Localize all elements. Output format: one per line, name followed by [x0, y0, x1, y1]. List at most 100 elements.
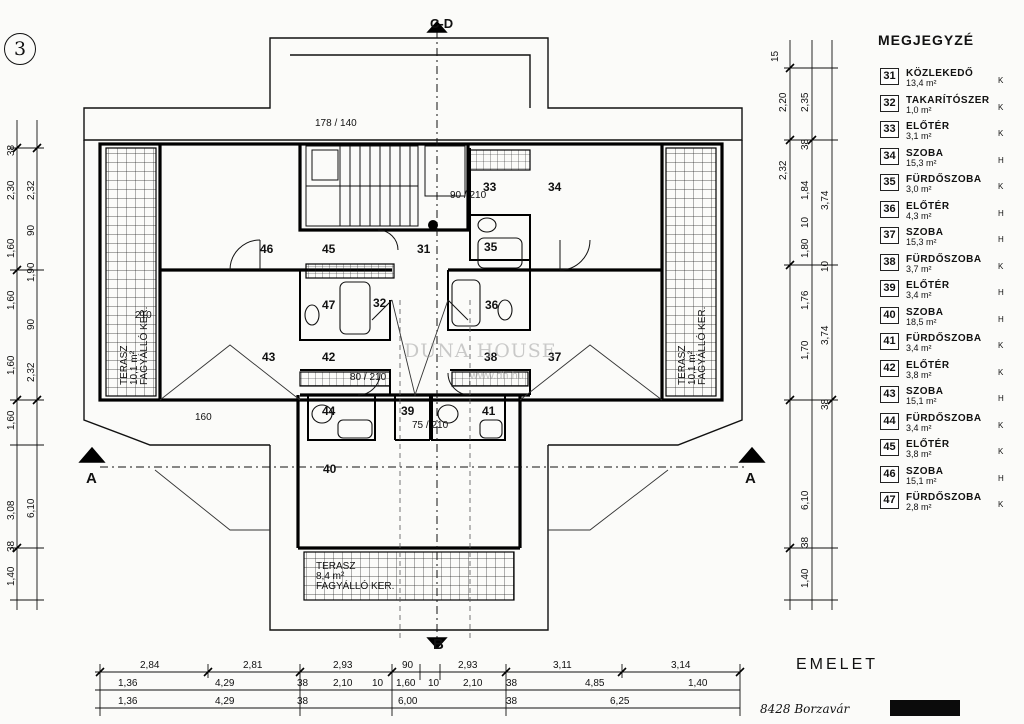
legend-room-area: 3,0 m² [906, 184, 932, 194]
legend-room-name: FÜRDŐSZOBA [906, 412, 982, 424]
dim-bottom-1-6: 3,14 [671, 660, 691, 671]
room-label-47: 47 [322, 298, 336, 312]
legend-room-name: ELŐTÉR [906, 280, 950, 291]
legend-floor-mark: H [998, 394, 1004, 403]
section-mark-left: A [86, 470, 97, 487]
address-handwritten: 8428 Borzavár [760, 702, 850, 716]
room-label-33: 33 [483, 180, 497, 194]
dim-left-3: 90 [26, 224, 37, 236]
dim-bottom-2-2: 38 [297, 678, 309, 689]
legend-room-area: 15,3 m² [906, 237, 937, 247]
dim-bottom-1-5: 3,11 [553, 660, 572, 671]
legend-room-number: 40 [880, 306, 899, 324]
window-note-160: 160 [195, 412, 212, 423]
dim-right-2: 2,35 [800, 92, 811, 112]
room-label-41: 41 [482, 404, 496, 418]
legend-room-number: 43 [880, 386, 899, 403]
dim-bottom-1-3: 90 [402, 660, 414, 671]
room-label-39: 39 [401, 404, 415, 418]
window-note-210: 210 [135, 310, 152, 321]
section-lines [100, 30, 745, 640]
dim-right-15: 38 [800, 536, 811, 548]
section-mark-right: A [745, 470, 756, 487]
room-label-37: 37 [548, 350, 562, 364]
dim-bottom-3-3: 6,00 [398, 696, 418, 707]
dim-left-11: 3,08 [6, 500, 17, 520]
dim-left-14: 1,40 [6, 566, 17, 586]
legend-floor-mark: K [998, 76, 1004, 85]
legend-room-area: 15,1 m² [906, 396, 937, 406]
legend-room-area: 3,1 m² [906, 131, 932, 141]
dim-bottom-2-1: 4,29 [215, 678, 235, 689]
legend-room-number: 38 [880, 253, 899, 271]
terrace-bottom-finish: FAGYÁLLÓ KER. [316, 581, 395, 592]
door-swings [229, 229, 591, 396]
terrace-tiles [105, 147, 717, 601]
legend-floor-mark: K [998, 102, 1004, 112]
section-markers [78, 20, 766, 650]
legend-room-name: ELŐTÉR [906, 439, 950, 450]
terrace-right-finish: FAGYÁLLÓ KER. [697, 306, 708, 385]
terrace-note-right: TERASZ 10,1 m² FAGYÁLLÓ KER. [677, 306, 708, 385]
dim-left-4: 1,60 [6, 238, 17, 258]
legend-room-area: 1,0 m² [906, 104, 932, 115]
legend-room-number: 37 [880, 227, 899, 244]
dim-bottom-2-3: 2,10 [333, 678, 353, 689]
room-label-46: 46 [260, 242, 274, 256]
watermark-url: www.dh.hu [470, 370, 524, 382]
dim-right-12: 3,74 [820, 325, 831, 345]
dim-bottom-1-2: 2,93 [333, 660, 353, 671]
roof-outline [83, 37, 743, 631]
legend-room-area: 3,7 m² [906, 263, 932, 274]
legend-room-name: KÖZLEKEDŐ [906, 68, 974, 79]
legend-room-number: 44 [880, 412, 899, 430]
legend-room-number: 41 [880, 333, 899, 350]
legend-room-area: 2,8 m² [906, 502, 932, 512]
legend-room-area: 3,4 m² [906, 422, 932, 433]
dim-right-14: 6,10 [800, 490, 811, 510]
legend-floor-mark: K [998, 500, 1004, 509]
legend-floor-mark: H [998, 155, 1004, 165]
legend-floor-mark: K [998, 341, 1004, 350]
legend-room-number: 47 [880, 492, 899, 509]
legend-floor-mark: K [998, 447, 1004, 456]
room-label-42: 42 [322, 350, 336, 364]
room-label-32: 32 [373, 296, 387, 310]
legend-title: MEGJEGYZÉ [878, 32, 975, 48]
legend-room-name: SZOBA [906, 306, 944, 318]
dim-left-5: 1,90 [26, 262, 37, 282]
dim-bottom-1-4: 2,93 [458, 660, 478, 671]
dim-right-4: 2,32 [778, 160, 789, 180]
sheet-number-badge: 3 [4, 33, 36, 65]
stair-arrow-marker [428, 220, 438, 230]
legend-room-number: 39 [880, 280, 899, 297]
legend-room-number: 33 [880, 121, 899, 138]
dim-left-1: 2,30 [6, 180, 17, 200]
dim-left-9: 2,32 [26, 362, 37, 382]
window-note-178-140: 178 / 140 [315, 118, 357, 129]
legend-room-area: 15,1 m² [906, 475, 937, 486]
dim-bottom-2-10: 1,40 [688, 678, 708, 689]
dim-bottom-1-0: 2,84 [140, 660, 160, 671]
dim-left-13: 38 [6, 540, 17, 552]
dim-right-0: 15 [770, 50, 781, 62]
terrace-bottom-area: 8,4 m² [316, 571, 345, 582]
legend-room-area: 3,4 m² [906, 290, 932, 300]
room-label-38: 38 [484, 350, 498, 364]
dim-right-6: 3,74 [820, 190, 831, 210]
dim-bottom-2-5: 1,60 [396, 678, 416, 689]
legend-room-area: 13,4 m² [906, 78, 937, 88]
legend-room-name: FÜRDŐSZOBA [906, 492, 982, 503]
terrace-note-bottom: TERASZ 8,4 m² FAGYÁLLÓ KER. [316, 562, 394, 592]
dim-left-10: 1,60 [6, 410, 17, 430]
dim-bottom-3-0: 1,36 [118, 696, 138, 707]
